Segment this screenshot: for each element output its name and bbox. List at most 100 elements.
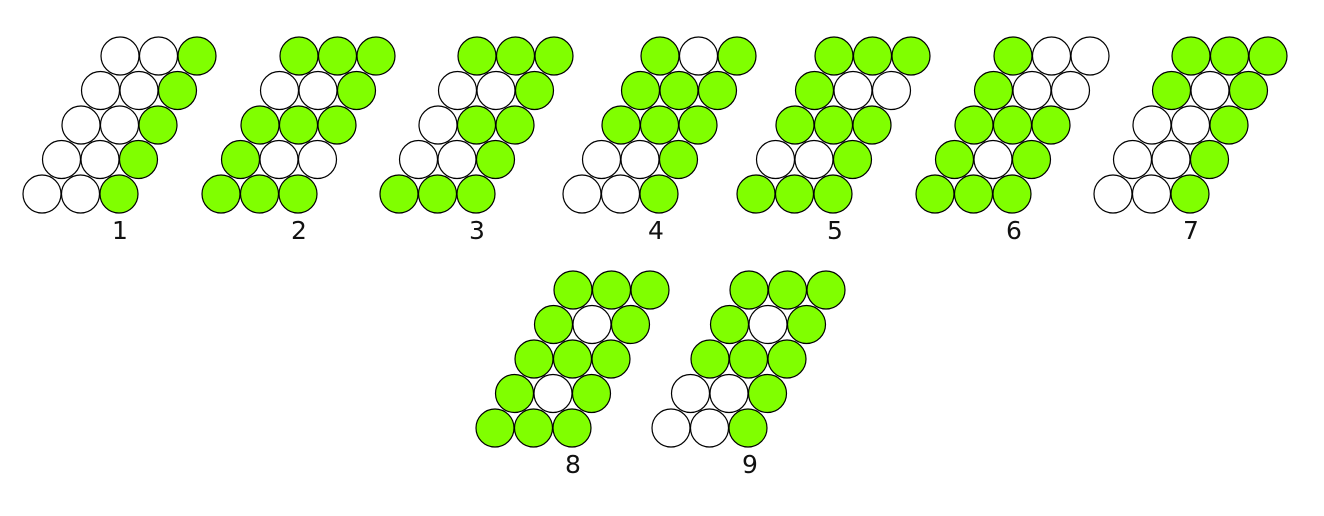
bead-filled <box>775 105 815 145</box>
bead-filled <box>630 270 670 310</box>
bead-empty <box>41 139 82 180</box>
bead-empty <box>298 70 338 111</box>
bead-filled <box>934 139 975 180</box>
bead-filled <box>690 339 730 379</box>
bead-filled <box>571 373 612 414</box>
bead-empty <box>259 70 300 111</box>
bead-filled <box>953 174 994 214</box>
bead-filled <box>813 105 854 145</box>
bead-filled <box>495 36 536 76</box>
bead-filled <box>475 408 515 448</box>
bead-filled <box>610 304 651 345</box>
bead-empty <box>1050 70 1091 111</box>
bead-empty <box>1093 174 1133 214</box>
bead-empty <box>709 373 749 414</box>
bead-pattern-6: 6 <box>915 36 1110 245</box>
bead-empty <box>833 70 873 111</box>
bead-filled <box>993 36 1033 76</box>
bead-empty <box>871 70 912 111</box>
bead-empty <box>748 304 788 345</box>
bead-filled <box>1171 36 1211 76</box>
bead-pattern-7: 7 <box>1093 36 1288 245</box>
bead-empty <box>297 139 338 180</box>
bead-filled <box>495 105 535 145</box>
bead-filled <box>534 36 574 76</box>
bead-filled <box>747 373 788 414</box>
bead-filled <box>852 105 892 145</box>
bead-empty <box>1131 174 1172 214</box>
bead-filled <box>456 105 497 145</box>
bead-filled <box>239 174 280 214</box>
bead-empty <box>61 105 101 145</box>
bead-filled <box>514 70 555 111</box>
bead-filled <box>891 36 931 76</box>
bead-filled <box>678 105 718 145</box>
bead-filled <box>658 139 699 180</box>
bead-filled <box>177 36 217 76</box>
bead-filled <box>806 270 846 310</box>
bead-pattern-2: 2 <box>201 36 396 245</box>
bead-empty <box>100 36 140 76</box>
bead-filled <box>640 36 680 76</box>
pattern-label: 3 <box>469 216 485 245</box>
bead-filled <box>954 105 994 145</box>
bead-empty <box>437 70 478 111</box>
bead-filled <box>601 105 641 145</box>
bead-pattern-3: 3 <box>379 36 574 245</box>
bead-empty <box>80 70 121 111</box>
bead-filled <box>379 174 419 214</box>
bead-filled <box>1151 70 1192 111</box>
bead-filled <box>317 105 357 145</box>
bead-empty <box>437 139 477 180</box>
bead-empty <box>755 139 796 180</box>
bead-filled <box>591 270 632 310</box>
pattern-label: 4 <box>648 216 664 245</box>
bead-filled <box>457 36 497 76</box>
bead-filled <box>729 270 769 310</box>
bead-filled <box>417 174 458 214</box>
bead-filled <box>709 304 750 345</box>
bead-filled <box>356 36 396 76</box>
bead-empty <box>138 36 179 76</box>
bead-empty <box>1190 70 1230 111</box>
pattern-label: 5 <box>827 216 843 245</box>
bead-filled <box>794 70 835 111</box>
bead-filled <box>552 339 593 379</box>
bead-filled <box>992 105 1033 145</box>
bead-empty <box>119 70 159 111</box>
bead-filled <box>620 70 661 111</box>
bead-empty <box>794 139 834 180</box>
bead-filled <box>552 408 592 448</box>
bead-filled <box>99 174 139 214</box>
bead-filled <box>767 270 808 310</box>
bead-filled <box>659 70 699 111</box>
bead-filled <box>279 36 319 76</box>
bead-empty <box>1170 105 1211 145</box>
bead-empty <box>600 174 641 214</box>
bead-filled <box>1170 174 1210 214</box>
bead-empty <box>99 105 140 145</box>
bead-filled <box>591 339 631 379</box>
bead-pattern-8: 8 <box>475 270 670 479</box>
pattern-label: 1 <box>112 216 128 245</box>
bead-filled <box>201 174 241 214</box>
bead-filled <box>814 36 854 76</box>
bead-filled <box>553 270 593 310</box>
bead-filled <box>915 174 955 214</box>
bead-empty <box>22 174 62 214</box>
bead-filled <box>278 174 318 214</box>
bead-filled <box>240 105 280 145</box>
bead-filled <box>639 174 679 214</box>
bead-empty <box>476 70 516 111</box>
bead-filled <box>514 339 554 379</box>
bead-empty <box>678 36 719 76</box>
bead-filled <box>317 36 358 76</box>
bead-empty <box>533 373 573 414</box>
bead-filled <box>118 139 159 180</box>
bead-empty <box>1012 70 1052 111</box>
bead-filled <box>728 408 768 448</box>
bead-filled <box>1209 105 1249 145</box>
bead-filled <box>697 70 738 111</box>
bead-empty <box>572 304 612 345</box>
bead-empty <box>60 174 101 214</box>
